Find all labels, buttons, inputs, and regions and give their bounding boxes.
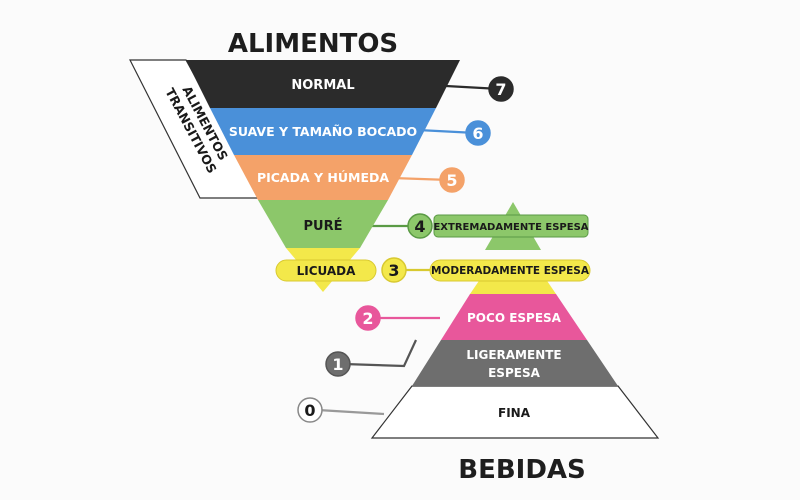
drink-level-1-band <box>412 340 618 386</box>
level-5-marker-number: 5 <box>446 171 457 190</box>
level-1-marker: 1 <box>325 351 351 377</box>
drink-level-3-label: MODERADAMENTE ESPESA <box>431 265 590 277</box>
food-level-6-band <box>210 108 436 155</box>
level-6-marker-number: 6 <box>472 124 483 143</box>
drink-level-2-label: POCO ESPESA <box>467 311 562 325</box>
leader-line-1 <box>343 339 417 368</box>
food-level-7-label: NORMAL <box>291 78 354 93</box>
drink-level-2-band <box>441 294 587 340</box>
food-level-6-label: SUAVE Y TAMAÑO BOCADO <box>229 124 417 139</box>
level-5-marker: 5 <box>439 167 465 193</box>
level-4-marker-number: 4 <box>414 217 425 236</box>
level-5-marker-circle <box>439 167 465 193</box>
food-level-5-label: PICADA Y HÚMEDA <box>257 170 389 185</box>
food-level-5-band <box>234 155 412 200</box>
level-0-marker: 0 <box>297 397 323 423</box>
level-4-marker: 4 <box>407 213 433 239</box>
level-4-marker-circle <box>407 213 433 239</box>
food-level-7-band <box>186 60 460 108</box>
food-level-3-label: LICUADA <box>297 264 357 278</box>
level-3-marker: 3 <box>381 257 407 283</box>
foods-title: ALIMENTOS <box>228 29 398 59</box>
level-6-marker-circle <box>465 120 491 146</box>
level-1-marker-number: 1 <box>332 355 343 374</box>
drink-level-1-label-line-2: ESPESA <box>488 366 540 380</box>
level-2-marker: 2 <box>355 305 381 331</box>
level-0-marker-number: 0 <box>304 401 315 420</box>
level-3-marker-number: 3 <box>388 261 399 280</box>
drink-level-4-label: EXTREMADAMENTE ESPESA <box>433 222 588 233</box>
level-markers: 7 6 5 4 3 2 1 <box>297 76 514 423</box>
food-level-4-label: PURÉ <box>304 218 343 234</box>
drinks-pyramid: FINA LIGERAMENTE ESPESA POCO ESPESA MODE… <box>370 202 660 439</box>
drink-level-3-pill <box>429 259 591 282</box>
drink-level-0-label: FINA <box>498 406 531 420</box>
level-1-marker-circle <box>325 351 351 377</box>
foods-pyramid: NORMAL SUAVE Y TAMAÑO BOCADO PICADA Y HÚ… <box>186 60 460 292</box>
level-0-marker-circle <box>297 397 323 423</box>
level-7-marker-circle <box>488 76 514 102</box>
level-2-marker-number: 2 <box>362 309 373 328</box>
food-level-4-band <box>258 200 388 248</box>
level-3-marker-circle <box>381 257 407 283</box>
level-6-marker: 6 <box>465 120 491 146</box>
level-7-marker-number: 7 <box>495 80 506 99</box>
drink-level-1-label-line-1: LIGERAMENTE <box>466 348 561 362</box>
leader-line-0 <box>317 408 385 416</box>
level-7-marker: 7 <box>488 76 514 102</box>
food-level-3-pill <box>275 259 377 282</box>
drink-level-4-pill <box>433 214 589 238</box>
level-2-marker-circle <box>355 305 381 331</box>
drinks-title: BEBIDAS <box>458 455 586 485</box>
